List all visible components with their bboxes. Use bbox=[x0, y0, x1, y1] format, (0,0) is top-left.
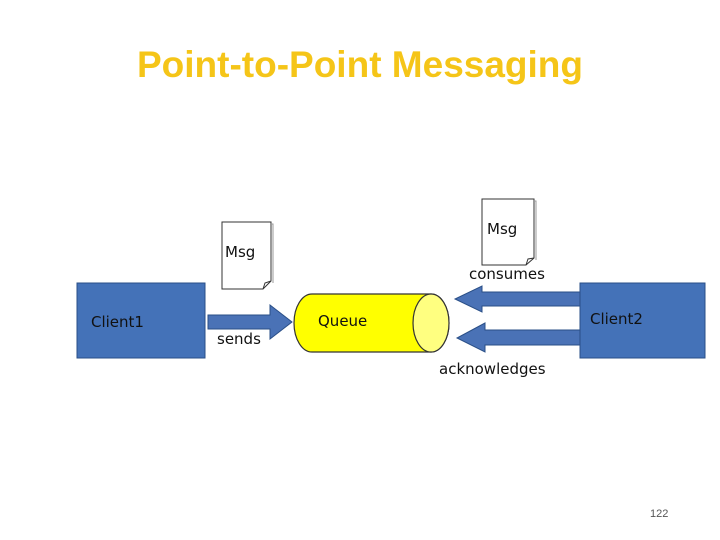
queue-label: Queue bbox=[318, 312, 368, 330]
client1-box[interactable] bbox=[76, 282, 206, 359]
sends-label: sends bbox=[217, 330, 261, 348]
msg-left-label: Msg bbox=[225, 243, 256, 261]
slide-title: Point-to-Point Messaging bbox=[136, 44, 584, 85]
acknowledges-arrow bbox=[455, 322, 581, 353]
acknowledges-label: acknowledges bbox=[439, 360, 546, 378]
page-number: 122 bbox=[650, 508, 669, 520]
sends-arrow bbox=[207, 303, 293, 341]
client2-box[interactable] bbox=[579, 282, 706, 359]
client2-label: Client2 bbox=[590, 310, 643, 328]
client1-label: Client1 bbox=[91, 313, 144, 331]
msg-left-document-icon bbox=[221, 221, 274, 290]
queue-cylinder[interactable] bbox=[293, 293, 450, 353]
msg-right-label: Msg bbox=[487, 220, 518, 238]
consumes-label: consumes bbox=[469, 265, 545, 283]
consumes-arrow bbox=[453, 285, 581, 313]
msg-right-document-icon bbox=[481, 198, 537, 266]
